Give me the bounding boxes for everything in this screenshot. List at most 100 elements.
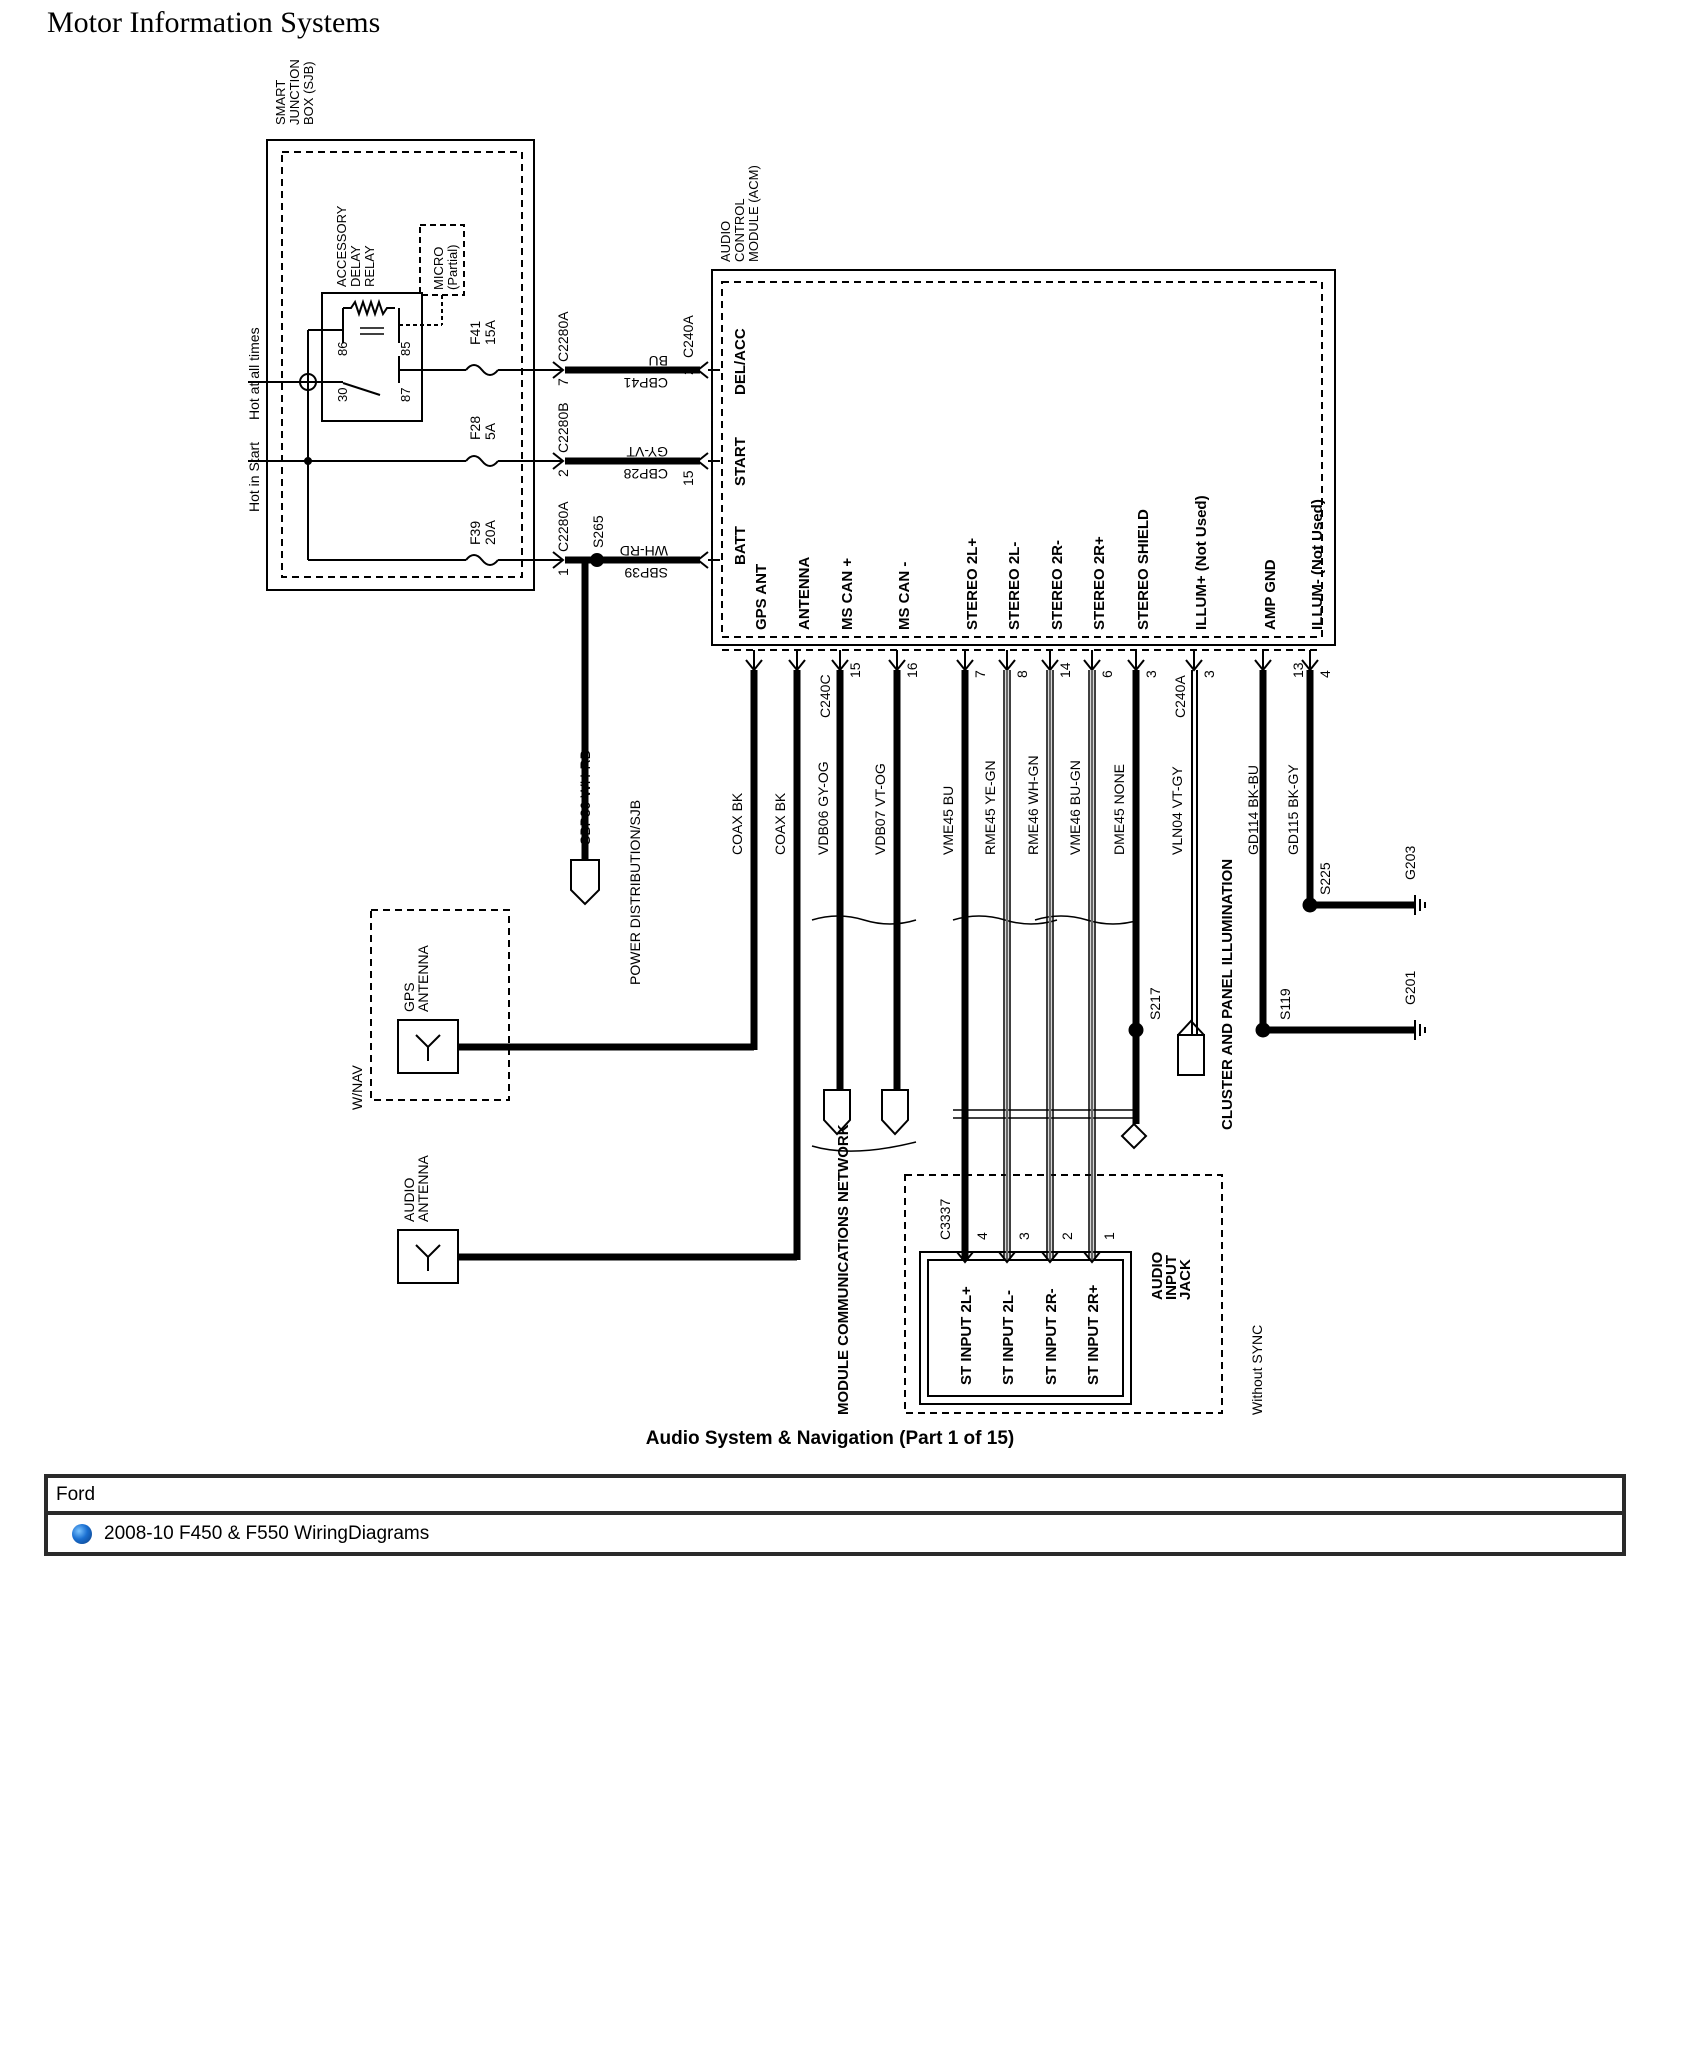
jack-pin-number: 1 [1101,1232,1117,1240]
acm-pin-number: 13 [1290,662,1306,678]
wnav-box [370,909,510,1101]
fuse-f39 [465,554,499,566]
jack-inner-box [927,1259,1124,1397]
circuit-label: CBP28 [623,466,668,482]
sjb-title: JUNCTION [287,59,302,125]
jack-pin-number: 3 [1016,1232,1032,1240]
ground-label: G203 [1402,846,1418,880]
relay-title: DELAY [348,245,363,287]
model-label[interactable]: 2008-10 F450 & F550 WiringDiagrams [104,1522,430,1544]
twist-symbol [952,915,1058,925]
network-connector-can-minus [881,1089,909,1136]
splice-label: S265 [590,515,606,548]
brand-label: Ford [56,1483,96,1505]
acm-pin-name: MS CAN + [839,558,856,630]
network-connector-can-plus [823,1089,851,1136]
page-header: Motor Information Systems [47,6,381,39]
acm-pin-number: 3 [1201,670,1217,678]
ground-label: G201 [1402,971,1418,1005]
wnav-label: W/NAV [349,1064,365,1110]
jack-pin-name: ST INPUT 2R- [1043,1288,1060,1385]
power-distribution-label: POWER DISTRIBUTION/SJB [627,800,643,985]
jack-title: JACK [1177,1259,1194,1300]
gps-antenna-label: GPS [401,982,417,1012]
power-label-hot-at-all-times: Hot at all times [246,327,262,420]
connector-pin: 1 [555,568,571,576]
circuit-label: CBP41 [623,375,668,391]
sjb-box [266,139,535,591]
acm-pin: 2 [680,367,696,375]
fuse-name: F28 [467,416,483,440]
bus-junction [299,373,317,391]
wire-label: DME45 NONE [1111,764,1127,855]
connector-name: C240A [1172,675,1188,718]
acm-pin-name: STEREO SHIELD [1135,509,1152,630]
splice-s265 [590,553,604,567]
audio-antenna-label: ANTENNA [415,1154,431,1222]
acm-connector: C240A [680,315,696,358]
jack-pin-number: 2 [1059,1232,1075,1240]
acm-pin-number: 14 [1057,662,1073,678]
wire-label: COAX BK [772,792,788,855]
relay-pin: 85 [398,342,413,356]
wire-label: RME46 WH-GN [1025,755,1041,855]
acm-function: BATT [732,526,749,565]
jack-outer-box [904,1174,1223,1414]
relay-pin: 86 [335,342,350,356]
acm-pin-number: 16 [904,662,920,678]
power-distribution-connector [570,859,600,906]
globe-icon [72,1523,92,1544]
wire-label: VLN04 VT-GY [1169,766,1185,855]
wire-color: BU [649,353,668,369]
acm-title: MODULE (ACM) [746,165,761,262]
connector-pin: 2 [555,469,571,477]
pin-chevron [1041,1251,1059,1264]
connector-name: C3337 [937,1199,953,1240]
acm-function: DEL/ACC [732,328,749,395]
brand-row: Ford [48,1478,1622,1515]
cluster-illumination-label: CLUSTER AND PANEL ILLUMINATION [1219,859,1236,1130]
wire-label: VME46 BU-GN [1067,760,1083,855]
acm-function: START [732,437,749,486]
jack-box [919,1251,1132,1405]
acm-pin-number: 7 [972,670,988,678]
gps-antenna-label: ANTENNA [415,944,431,1012]
acm-pin-number: 15 [847,662,863,678]
ground-icon [1414,1020,1426,1040]
acm-pin-name: ILLUM- (Not Used) [1309,499,1326,630]
pin-chevron [998,1251,1016,1264]
ground-icon [1414,895,1426,915]
jack-title: INPUT [1163,1255,1180,1300]
fuse-f41 [465,364,499,376]
vehicle-info-table: Ford 2008-10 F450 & F550 WiringDiagrams [44,1474,1626,1556]
audio-antenna-label: AUDIO [401,1178,417,1222]
acm-pin-name: ANTENNA [796,557,813,630]
connector-name: C2280A [555,311,571,362]
jack-pin-name: ST INPUT 2L- [1000,1290,1017,1385]
jack-pin-number: 4 [974,1232,990,1240]
pin-chevron [956,1251,974,1264]
fuse-name: F39 [467,521,483,545]
module-network-label: MODULE COMMUNICATIONS NETWORK [835,1124,852,1415]
connector-pin: 7 [555,378,571,386]
relay-box [321,292,423,422]
connector-name: C2280A [555,501,571,552]
power-label-hot-in-start: Hot in Start [246,442,262,512]
gps-antenna-icon [415,1034,441,1061]
acm-title: CONTROL [732,198,747,262]
shield-connector [1120,1122,1148,1150]
relay-title: ACCESSORY [334,205,349,287]
jack-pin-name: ST INPUT 2L+ [958,1286,975,1385]
relay-pin: 87 [398,388,413,402]
sjb-inner-box [281,151,523,578]
micro-title: (Partial) [445,244,460,290]
acm-inner-box [721,281,1323,638]
model-row[interactable]: 2008-10 F450 & F550 WiringDiagrams [48,1515,1622,1552]
acm-pin: 15 [680,470,696,486]
diagram-caption: Audio System & Navigation (Part 1 of 15) [645,1428,1015,1449]
fuse-rating: 5A [482,422,498,440]
wire-label: GD115 BK-GY [1285,764,1301,855]
acm-pin-name: MS CAN - [896,562,913,630]
wire-label: COAX BK [729,792,745,855]
acm-title: AUDIO [718,221,733,262]
